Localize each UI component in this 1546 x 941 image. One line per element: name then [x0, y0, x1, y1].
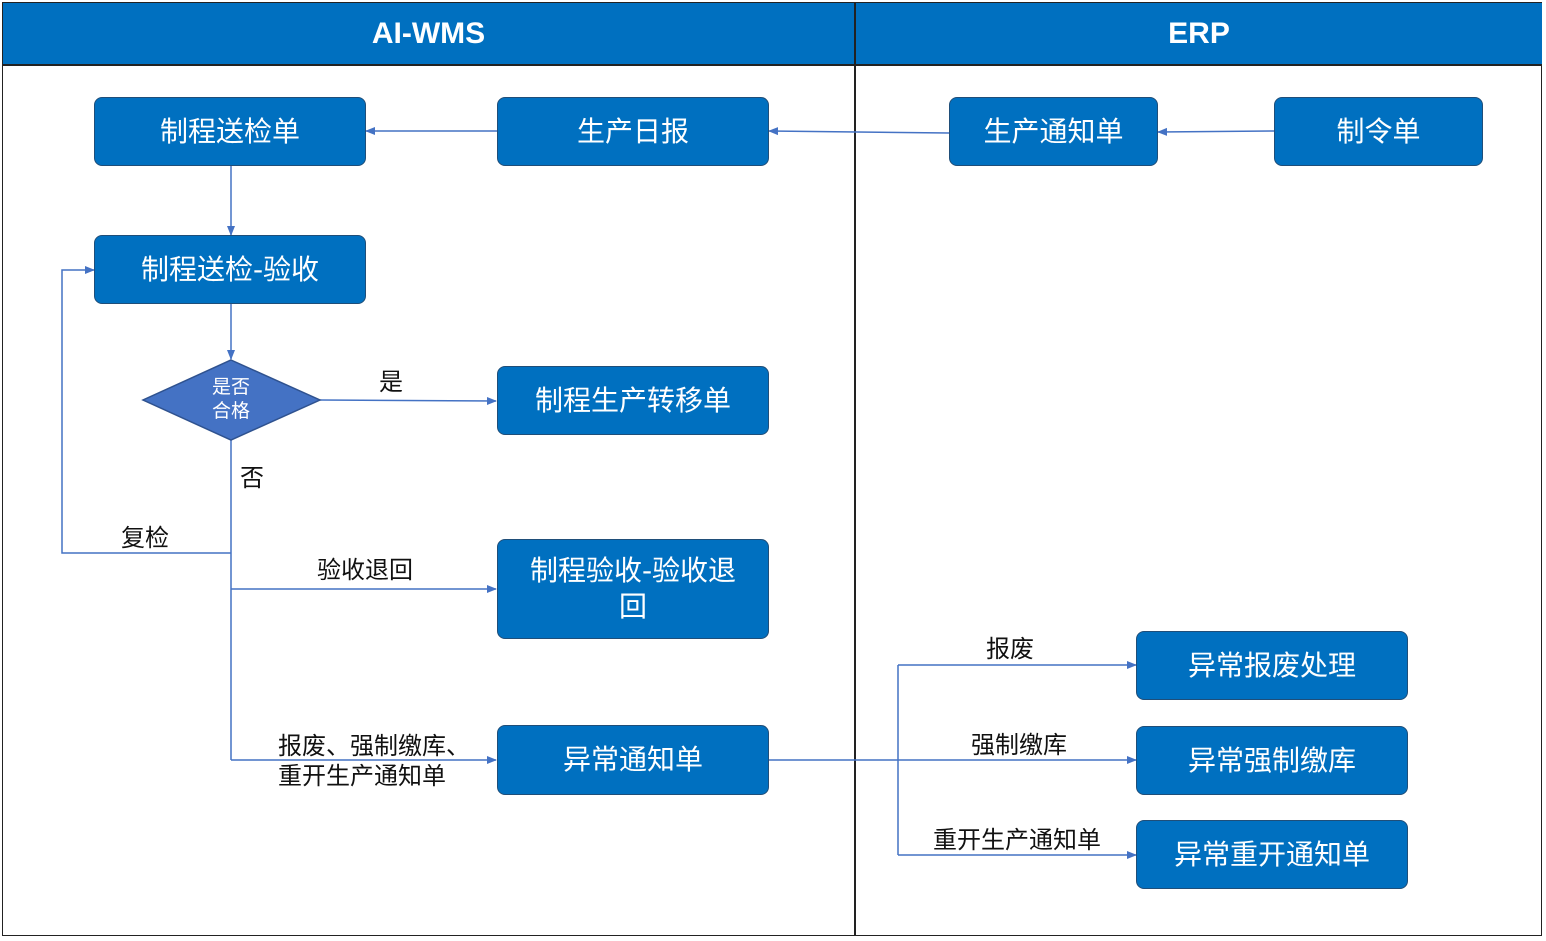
- box-inspection-accept[interactable]: 制程送检-验收: [94, 235, 366, 304]
- decision-label-line2: 合格: [211, 400, 250, 422]
- arrow-recheck: [61, 266, 231, 554]
- label-reopen: 重开生产通知单: [933, 826, 1101, 854]
- label-recheck: 复检: [121, 524, 169, 552]
- box-daily-report[interactable]: 生产日报: [497, 97, 769, 166]
- header-rule: [3, 64, 1542, 66]
- label-exception-options-1: 报废、强制缴库、: [278, 732, 470, 760]
- decision-label: 是否 合格: [191, 375, 271, 423]
- box-reopen-notice[interactable]: 异常重开通知单: [1136, 820, 1408, 889]
- box-forced-stock[interactable]: 异常强制缴库: [1136, 726, 1408, 795]
- label-scrap: 报废: [986, 635, 1034, 663]
- box-accept-return[interactable]: 制程验收-验收退回: [497, 539, 769, 639]
- box-scrap-handling[interactable]: 异常报废处理: [1136, 631, 1408, 700]
- label-yes: 是: [379, 368, 403, 396]
- lane-header-ai-wms: AI-WMS: [3, 3, 854, 65]
- arrow-order-to-notice: [1157, 127, 1275, 136]
- box-transfer-order[interactable]: 制程生产转移单: [497, 366, 769, 435]
- arrow-notice-to-report: [768, 127, 950, 136]
- label-no: 否: [240, 464, 264, 492]
- label-return: 验收退回: [317, 556, 413, 584]
- decision-label-line1: 是否: [211, 376, 250, 398]
- box-production-notice[interactable]: 生产通知单: [949, 97, 1158, 166]
- box-exception-notice[interactable]: 异常通知单: [497, 725, 769, 795]
- box-inspection-order[interactable]: 制程送检单: [94, 97, 366, 166]
- label-exception-options-2: 重开生产通知单: [278, 762, 446, 790]
- lane-header-erp: ERP: [856, 3, 1542, 65]
- label-forced: 强制缴库: [971, 731, 1067, 759]
- decision-diamond: [141, 359, 322, 441]
- box-order[interactable]: 制令单: [1274, 97, 1483, 166]
- arrow-yes: [319, 396, 497, 405]
- lane-divider: [854, 3, 856, 935]
